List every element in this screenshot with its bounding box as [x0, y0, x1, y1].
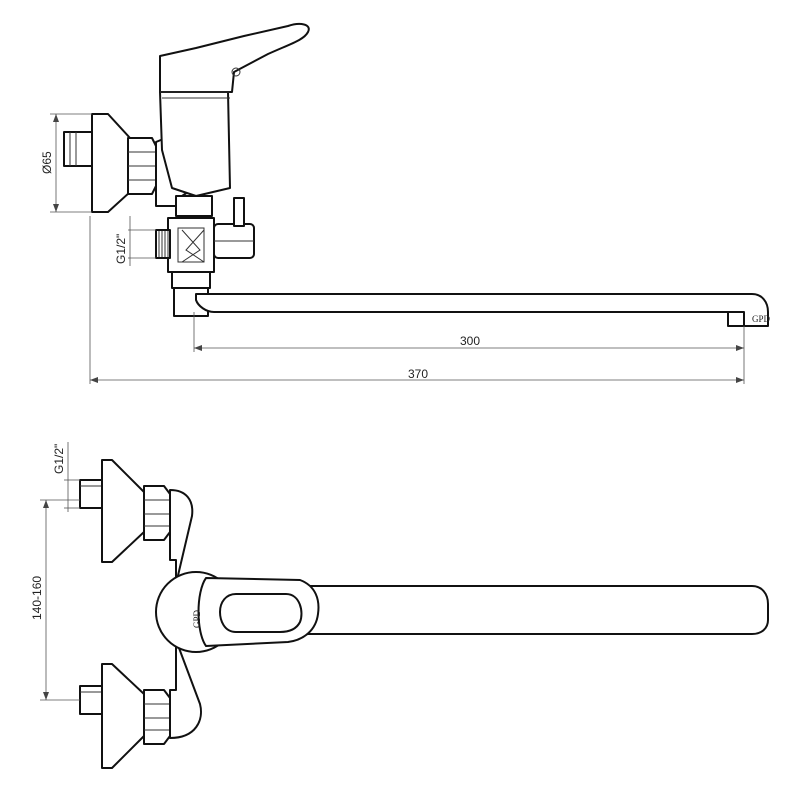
side-inlet-connector — [63, 131, 93, 167]
side-long-spout — [195, 293, 769, 327]
front-top-inlet — [79, 459, 171, 563]
side-diverter-block — [167, 195, 215, 273]
front-long-spout — [219, 585, 769, 635]
dim-overall-length: 370 — [89, 216, 745, 384]
side-view: GPD Ø65 G1/2" 300 — [40, 23, 771, 384]
front-bottom-inlet — [79, 663, 171, 769]
side-cartridge-housing — [159, 91, 231, 197]
side-aerator — [727, 311, 745, 327]
dim-inlet-spacing: 140-160 — [30, 499, 80, 701]
side-spout-mark: GPD — [752, 314, 771, 324]
dim-front-inlet-thread-label: G1/2" — [52, 444, 66, 474]
side-wall-flange — [91, 113, 131, 213]
side-hex-nut — [127, 137, 157, 195]
front-lever-slot — [219, 593, 303, 633]
side-shower-switch — [213, 197, 255, 259]
dim-flange-diameter: Ø65 — [40, 113, 92, 213]
side-threaded-inlet — [155, 229, 171, 259]
front-view: GPD G1/2" 140-160 — [30, 442, 769, 769]
dim-spout-reach-label: 300 — [460, 334, 480, 348]
dim-side-inlet-thread: G1/2" — [114, 216, 156, 266]
side-lever-handle — [159, 23, 310, 93]
dim-spout-reach: 300 — [193, 312, 745, 352]
dim-inlet-spacing-label: 140-160 — [30, 576, 44, 620]
dim-side-inlet-thread-label: G1/2" — [114, 234, 128, 264]
front-logo: GPD — [192, 609, 202, 628]
dim-flange-diameter-label: Ø65 — [40, 151, 54, 174]
dim-overall-length-label: 370 — [408, 367, 428, 381]
front-mixer-body — [169, 489, 202, 739]
dim-front-inlet-thread: G1/2" — [52, 442, 80, 512]
